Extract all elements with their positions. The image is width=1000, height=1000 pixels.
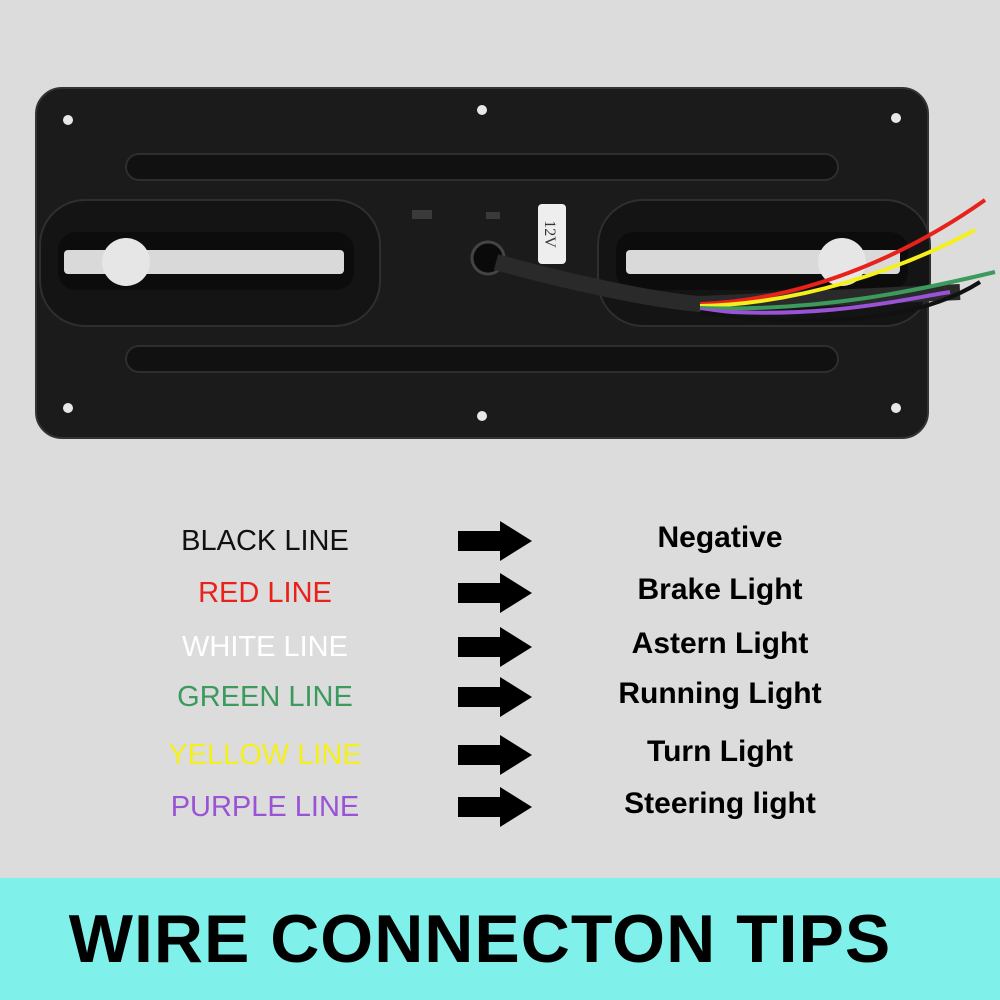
voltage-label: 12V (541, 220, 558, 248)
wire-label: RED LINE (198, 577, 332, 609)
tail-light-back-photo: 12V (0, 0, 1000, 470)
top-rib (125, 153, 839, 181)
arrow-right-icon (458, 627, 532, 667)
cable-sheath (493, 254, 961, 313)
voltage-sticker: 12V (538, 204, 566, 264)
bottom-rib (125, 345, 839, 373)
legend-row: BLACK LINE Negative (0, 515, 1000, 565)
wire-label: GREEN LINE (177, 681, 353, 713)
function-label: Negative (657, 521, 783, 554)
wire-label: BLACK LINE (181, 525, 349, 557)
legend-row: PURPLE LINE Steering light (0, 781, 1000, 831)
arrow-right-icon (458, 573, 532, 613)
screw-hole (63, 115, 73, 125)
arrow-right-icon (458, 677, 532, 717)
function-label: Steering light (624, 787, 816, 820)
purple-wire (699, 290, 951, 315)
function-label: Brake Light (637, 573, 803, 606)
legend-row: RED LINE Brake Light (0, 567, 1000, 617)
green-wire (699, 270, 996, 311)
housing-mark (412, 210, 432, 219)
arrow-right-icon (458, 735, 532, 775)
wire-label: PURPLE LINE (170, 791, 360, 823)
yellow-wire (699, 228, 976, 308)
legend-row: GREEN LINE Running Light (0, 671, 1000, 721)
black-wire (699, 280, 982, 323)
red-wire (699, 198, 987, 306)
function-label: Astern Light (631, 627, 809, 660)
housing-mark (486, 212, 500, 219)
function-label: Running Light (618, 677, 822, 710)
banner: WIRE CONNECTON TIPS (0, 878, 1000, 1000)
arrow-right-icon (458, 521, 532, 561)
legend-row: YELLOW LINE Turn Light (0, 729, 1000, 779)
screw-hole (477, 105, 487, 115)
banner-title: WIRE CONNECTON TIPS (68, 901, 892, 977)
screw-hole (891, 403, 901, 413)
wire-label: YELLOW LINE (168, 739, 362, 771)
left-lamp-bulb (102, 238, 150, 286)
function-label: Turn Light (646, 735, 794, 768)
wire-legend: BLACK LINE Negative RED LINE Brake Light… (0, 515, 1000, 845)
tail-light-illustration: 12V (35, 87, 996, 439)
right-lamp-bulb (818, 238, 866, 286)
arrow-right-icon (458, 787, 532, 827)
legend-row: WHITE LINE Astern Light (0, 621, 1000, 671)
screw-hole (477, 411, 487, 421)
screw-hole (891, 113, 901, 123)
wire-label: WHITE LINE (182, 631, 348, 663)
screw-hole (63, 403, 73, 413)
